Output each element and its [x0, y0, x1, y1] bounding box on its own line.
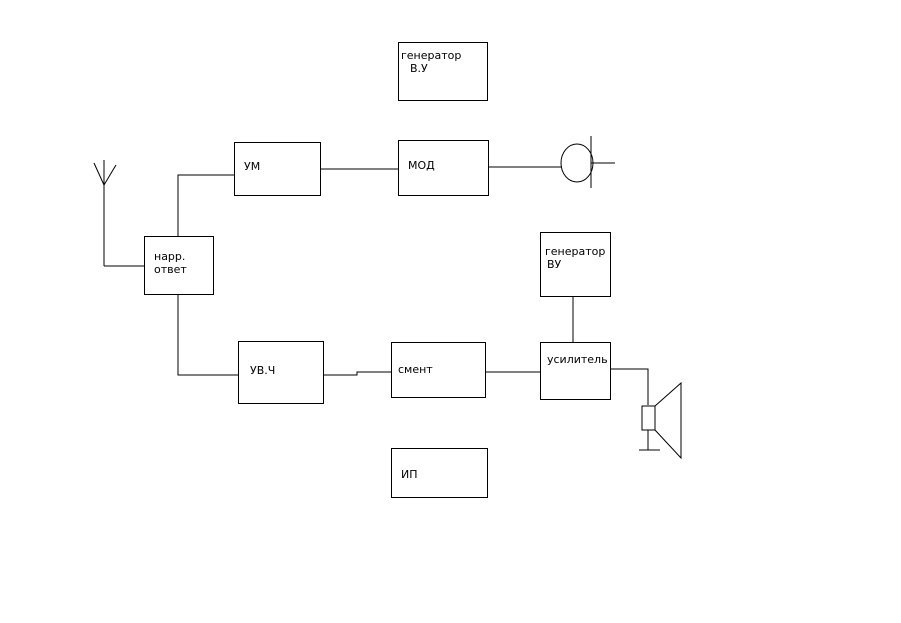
mod-block: МОД [398, 140, 489, 196]
power-supply-block: ИП [391, 448, 488, 498]
wire-duplexer-um [177, 174, 234, 236]
generator-vu-right-block: генератор ВУ [540, 232, 611, 297]
wire-uvch-mixer [323, 371, 391, 376]
generator-vu-top-line2: В.У [410, 62, 428, 75]
uvch-block: УВ.Ч [238, 341, 324, 404]
loudspeaker-icon [639, 381, 682, 460]
mixer-block: смент [391, 342, 486, 398]
generator-vu-right-line2: ВУ [547, 258, 562, 271]
duplexer-line1: нарр. [154, 250, 186, 263]
power-supply-label: ИП [401, 468, 418, 481]
mod-label: МОД [408, 159, 435, 172]
duplexer-line2: ответ [154, 263, 187, 276]
generator-vu-right-line1: генератор [545, 245, 606, 258]
microphone-icon [560, 136, 615, 188]
uvch-label: УВ.Ч [250, 364, 276, 377]
amplifier-block: усилитель [540, 342, 611, 400]
mixer-label: смент [398, 363, 433, 376]
generator-vu-top-line1: генератор [401, 49, 462, 62]
um-label: УМ [244, 160, 261, 173]
generator-vu-top-block: генератор В.У [398, 42, 488, 101]
wire-duplexer-uvch [177, 294, 238, 376]
um-block: УМ [234, 142, 321, 196]
wire-amplifier-speaker [610, 368, 649, 405]
antenna-icon [93, 160, 117, 266]
amplifier-label: усилитель [547, 353, 608, 366]
duplexer-block: нарр. ответ [144, 236, 214, 295]
